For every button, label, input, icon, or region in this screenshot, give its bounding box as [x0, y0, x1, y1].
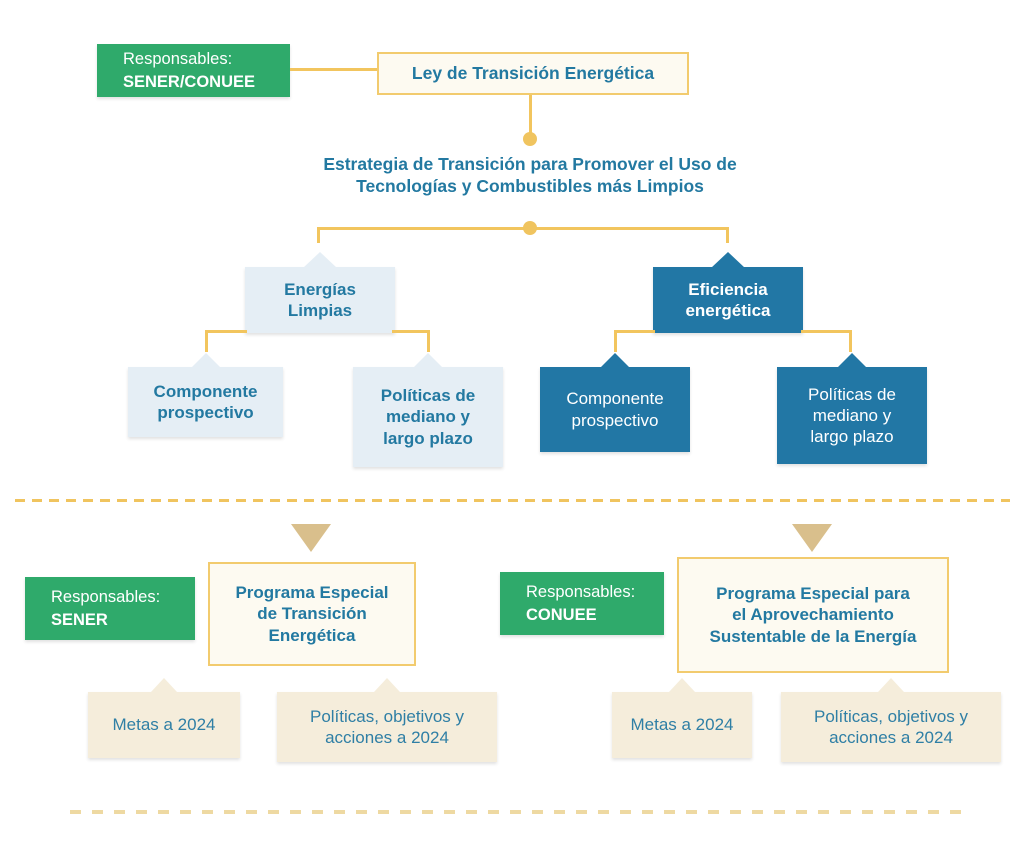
strategy-title: Estrategia de Transición para Promover e… [323, 154, 737, 196]
output-politicas-2024: Políticas, objetivos y acciones a 2024 [277, 678, 497, 762]
output-metas-2024: Metas a 2024 [612, 678, 752, 758]
law-title: Ley de Transición Energética [411, 62, 655, 83]
responsible-value: SENER/CONUEE [123, 72, 256, 91]
connector-bracket-right-drop [726, 227, 729, 243]
down-triangle-icon [792, 524, 832, 552]
child-label: Componente prospectivo [566, 389, 664, 430]
connector-law-to-strategy [529, 95, 532, 133]
responsible-label: Responsables: [123, 50, 233, 69]
responsible-value: CONUEE [526, 605, 597, 624]
connector-elbow [392, 330, 430, 333]
responsible-label: Responsables: [51, 588, 161, 607]
branch-energy-efficiency: Eficiencia energética [653, 252, 803, 333]
connector-elbow [614, 330, 655, 333]
connector-elbow [427, 330, 430, 352]
pointer-up-icon [878, 678, 904, 692]
pointer-up-icon [669, 678, 695, 692]
program-box-aprovechamiento-sustentable: Programa Especial para el Aprovechamient… [677, 557, 949, 673]
output-label: Metas a 2024 [630, 715, 734, 735]
pointer-up-icon [303, 252, 337, 268]
pointer-up-icon [413, 353, 443, 368]
law-box: Ley de Transición Energética [377, 52, 689, 95]
pointer-up-icon [711, 252, 745, 268]
child-efficiency-policies: Políticas de mediano y largo plazo [777, 353, 927, 464]
pointer-up-icon [837, 353, 867, 368]
child-clean-prospective: Componente prospectivo [128, 353, 283, 437]
node-dot-icon [523, 221, 537, 235]
connector-elbow [614, 330, 617, 352]
dashed-divider-bottom [70, 810, 965, 814]
responsible-value: SENER [51, 610, 108, 629]
responsible-badge-sener-conuee: Responsables: SENER/CONUEE [97, 44, 290, 97]
branch-energy-efficiency-title: Eficiencia energética [685, 279, 771, 320]
pointer-up-icon [374, 678, 400, 692]
connector-badge-to-law [290, 68, 377, 71]
connector-elbow [205, 330, 208, 352]
child-label: Componente prospectivo [153, 381, 258, 422]
dashed-divider-top [15, 499, 1010, 502]
output-label: Políticas, objetivos y acciones a 2024 [309, 706, 464, 747]
connector-elbow [849, 330, 852, 352]
child-label: Políticas de mediano y largo plazo [380, 386, 476, 448]
program-title: Programa Especial para el Aprovechamient… [709, 584, 917, 646]
pointer-up-icon [151, 678, 177, 692]
child-clean-policies: Políticas de mediano y largo plazo [353, 353, 503, 467]
branch-clean-energy: Energías Limpias [245, 252, 395, 333]
output-metas-2024: Metas a 2024 [88, 678, 240, 758]
branch-clean-energy-title: Energías Limpias [284, 279, 356, 320]
responsible-badge-conuee: Responsables: CONUEE [500, 572, 664, 635]
child-efficiency-prospective: Componente prospectivo [540, 353, 690, 452]
responsible-badge-sener: Responsables: SENER [25, 577, 195, 640]
output-label: Metas a 2024 [112, 715, 216, 735]
pointer-up-icon [600, 353, 630, 368]
node-dot-icon [523, 132, 537, 146]
responsible-label: Responsables: [526, 583, 636, 602]
child-label: Políticas de mediano y largo plazo [808, 384, 896, 447]
pointer-up-icon [190, 353, 221, 368]
connector-elbow [801, 330, 852, 333]
output-politicas-2024: Políticas, objetivos y acciones a 2024 [781, 678, 1001, 762]
output-label: Políticas, objetivos y acciones a 2024 [813, 706, 968, 747]
connector-bracket-left-drop [317, 227, 320, 243]
program-title: Programa Especial de Transición Energéti… [235, 583, 389, 645]
down-triangle-icon [291, 524, 331, 552]
connector-elbow [205, 330, 247, 333]
program-box-transicion-energetica: Programa Especial de Transición Energéti… [208, 562, 416, 666]
